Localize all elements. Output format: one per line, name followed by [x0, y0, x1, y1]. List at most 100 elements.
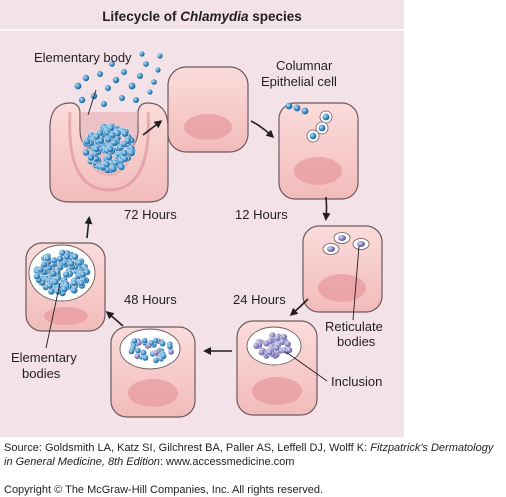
inclusion-reticulate-bodies — [252, 331, 293, 360]
elementary-body — [101, 101, 107, 107]
elementary-body — [110, 138, 119, 147]
reticulate-body — [280, 333, 288, 341]
reticulate-body — [152, 349, 160, 356]
elementary-body — [148, 339, 155, 347]
reticulate-body-vacuoles — [322, 232, 370, 255]
elementary-body — [139, 51, 145, 57]
elementary-body — [131, 337, 138, 345]
elementary-body — [82, 74, 90, 82]
label-elementary: Elementary — [11, 350, 77, 365]
arrow-48-to-full — [105, 311, 124, 327]
cell-reticulate — [302, 225, 383, 313]
elementary-body — [67, 260, 75, 268]
arrow-full-to-72 — [84, 216, 93, 239]
label-24-hours: 24 Hours — [233, 292, 286, 307]
elementary-body — [102, 160, 111, 169]
elementary-body — [128, 348, 135, 355]
elementary-body — [92, 145, 101, 153]
elementary-body — [119, 95, 125, 101]
elementary-body — [121, 69, 127, 75]
elementary-body — [108, 131, 117, 139]
elementary-body — [33, 272, 41, 281]
diagram-title: Lifecycle of Chlamydia species — [102, 9, 302, 24]
elementary-body — [128, 82, 136, 90]
elementary-body — [70, 286, 78, 294]
arrow-empty-to-12 — [250, 120, 275, 139]
pointer-elementary — [45, 282, 61, 349]
elementary-body — [56, 263, 64, 272]
lifecycle-diagram: Lifecycle of Chlamydia species — [0, 9, 404, 418]
pointer-elementary-body — [87, 89, 97, 116]
elementary-body — [40, 261, 48, 269]
label-12-hours: 12 Hours — [235, 207, 288, 222]
label-reticulate: Reticulate — [325, 319, 383, 334]
figure-panel: Lifecycle of Chlamydia species — [0, 0, 404, 437]
elementary-body — [75, 259, 84, 267]
elementary-body — [56, 255, 64, 263]
elementary-body — [43, 254, 52, 263]
elementary-body — [87, 153, 95, 162]
reticulate-body — [273, 344, 281, 352]
reticulate-body — [266, 348, 273, 356]
elementary-body — [127, 149, 136, 157]
elementary-body — [109, 61, 115, 67]
elementary-body — [92, 132, 101, 141]
elementary-body — [79, 270, 87, 279]
elementary-body — [49, 270, 58, 278]
label-inclusion: Inclusion — [331, 374, 382, 389]
elementary-body — [155, 67, 161, 73]
elementary-body — [109, 164, 118, 173]
label-epithelial-cell: Epithelial cell — [261, 74, 337, 89]
elementary-body — [121, 129, 129, 138]
elementary-body — [141, 337, 148, 344]
source-citation-line-2: in General Medicine, 8th Edition: www.ac… — [4, 456, 295, 468]
elementary-body — [120, 149, 129, 157]
elementary-body — [157, 53, 163, 59]
elementary-body — [152, 357, 160, 364]
elementary-body — [159, 340, 166, 347]
elementary-body — [160, 353, 167, 360]
cell-empty — [167, 66, 249, 153]
elementary-body-cluster — [82, 122, 136, 174]
elementary-body — [105, 85, 111, 91]
arrow-72-to-empty — [142, 120, 163, 136]
cell-12-hours — [278, 102, 359, 200]
elementary-body — [133, 97, 139, 103]
released-elementary-bodies — [74, 51, 163, 107]
elementary-body — [46, 282, 54, 290]
elementary-body — [166, 343, 174, 350]
elementary-body — [71, 253, 79, 261]
elementary-body — [106, 145, 115, 153]
elementary-body — [97, 71, 103, 77]
elementary-body — [142, 354, 149, 362]
elementary-body — [51, 278, 59, 286]
attached-elementary-bodies — [285, 102, 333, 143]
elementary-body — [77, 279, 86, 287]
elementary-body — [82, 148, 90, 157]
label-reticulate-bodies: bodies — [337, 334, 376, 349]
elementary-body-mass — [33, 249, 91, 297]
elementary-body — [117, 163, 126, 171]
pointer-inclusion — [285, 351, 328, 382]
arrow-12-to-24 — [322, 196, 331, 221]
cell-48-hours — [110, 326, 196, 418]
reticulate-body — [134, 353, 141, 360]
cell-72-hours — [49, 102, 169, 203]
reticulate-body — [167, 348, 175, 356]
reticulate-body — [258, 348, 265, 356]
label-48-hours: 48 Hours — [124, 292, 177, 307]
pointer-reticulate — [352, 245, 360, 321]
label-elementary-bodies: bodies — [22, 366, 61, 381]
arrow-24-to-inclusion — [289, 298, 309, 316]
elementary-body — [137, 73, 143, 79]
label-72-hours: 72 Hours — [124, 207, 177, 222]
cell-inclusion — [236, 320, 318, 416]
elementary-body — [83, 137, 91, 146]
mixed-bodies — [128, 337, 175, 364]
reticulate-body — [252, 342, 260, 350]
elementary-body — [74, 82, 82, 90]
elementary-body — [147, 89, 153, 95]
elementary-body — [60, 285, 69, 293]
elementary-body — [62, 270, 70, 279]
elementary-body — [63, 253, 71, 261]
